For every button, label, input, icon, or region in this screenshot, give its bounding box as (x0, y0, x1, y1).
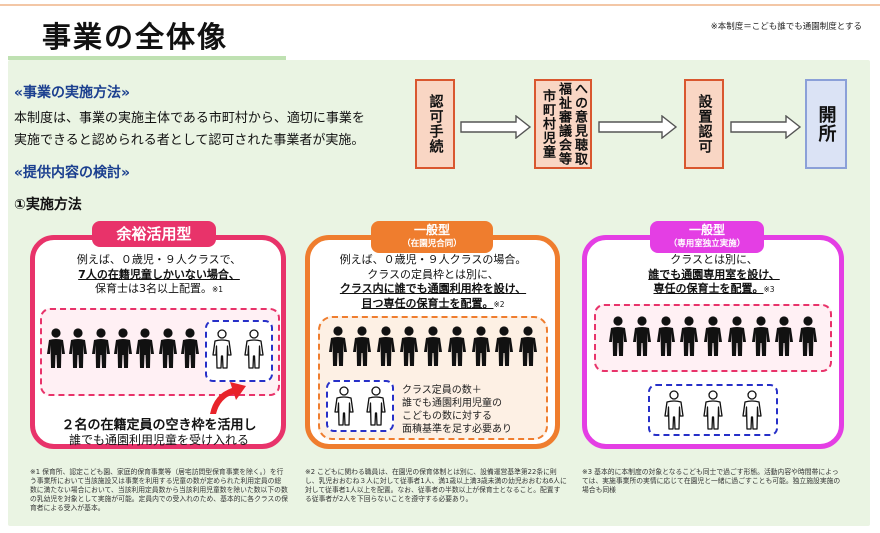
flow-arrow-3-icon (730, 115, 802, 139)
flow-step-permit: 設置認可 (684, 79, 724, 169)
page-title: 事業の全体像 (42, 20, 229, 54)
flow-step-approval: 認可手続 (415, 79, 455, 169)
child-icon (113, 328, 133, 368)
child-icon (399, 326, 419, 366)
method-line-2: 実施できると認められる者として認可された事業者が実施。 (14, 133, 365, 148)
child-icon (135, 328, 155, 368)
card-a-bottom-2: 誰でも通園利用児童を受け入れる (68, 433, 249, 447)
child-icon (751, 316, 771, 356)
child-icon (494, 326, 514, 366)
top-rule (0, 4, 880, 6)
card-a-line-2: 7人の在籍児童しかいない場合、 (78, 267, 240, 281)
child-icon (158, 328, 178, 368)
child-outline-icon (244, 329, 264, 369)
child-icon (91, 328, 111, 368)
card-a-bottom-1: ２名の在籍定員の空き枠を活用し (61, 418, 257, 433)
child-outline-icon (742, 390, 762, 430)
card-a-line-1: 例えば、０歳児・９人クラスで、 (76, 253, 242, 266)
child-icon (518, 326, 538, 366)
card-b-description: 例えば、０歳児・９人クラスの場合。 クラスの定員枠とは別に、 クラス内に誰でも通… (314, 253, 552, 312)
card-b-line-3: クラス内に誰でも通園利用枠を設け、 (339, 282, 527, 295)
card-c-line-1: クラスとは別に、 (670, 253, 758, 266)
card-c-description: クラスとは別に、 誰でも通園専用室を設け、 専任の保育士を配置。※3 (592, 253, 836, 298)
flow-step-council-col-3: への意見聴取 (572, 82, 587, 166)
child-icon (46, 328, 66, 368)
card-c-line-2: 誰でも通園専用室を設け、 (648, 267, 780, 281)
child-icon (471, 326, 491, 366)
card-b-ref: ※2 (493, 299, 505, 309)
footnote-2: ※2 こどもに関わる職員は、在園児の保育体制とは別に、設備運営基準第22条に則し… (305, 468, 567, 503)
child-icon (798, 316, 818, 356)
card-a-enrolled-children (46, 328, 200, 368)
card-b-enrolled-children (328, 326, 538, 366)
flow-step-approval-label: 認可手続 (427, 94, 444, 154)
child-icon (352, 326, 372, 366)
child-icon (703, 316, 723, 356)
card-b-line-1: 例えば、０歳児・９人クラスの場合。 (339, 253, 527, 266)
card-c-enrolled-children (608, 316, 818, 356)
title-underline (8, 56, 286, 60)
child-icon (423, 326, 443, 366)
curved-arrow-icon (210, 382, 246, 414)
child-icon (328, 326, 348, 366)
child-outline-icon (334, 386, 354, 426)
flow-step-opening: 開所 (805, 79, 847, 169)
child-icon (447, 326, 467, 366)
child-icon (608, 316, 628, 356)
card-c-label-main: 一般型 (688, 223, 725, 237)
implementation-subheading: ①実施方法 (14, 197, 82, 213)
card-a-vacancy-children (212, 329, 264, 369)
card-c-label: 一般型 （専用室独立実施） (650, 221, 764, 253)
flow-step-council-col-1: 市町村児童 (540, 89, 555, 159)
child-outline-icon (664, 390, 684, 430)
method-description: 本制度は、事業の実施主体である市町村から、適切に事業を 実施できると認められる者… (14, 108, 406, 152)
card-b-side-4: 面積基準を足す必要あり (402, 424, 512, 435)
card-b-side-3: こどもの数に対する (402, 411, 492, 422)
content-heading: «提供内容の検討» (14, 165, 131, 181)
flow-step-council: 市町村児童 福祉審議会等 への意見聴取 (534, 79, 592, 169)
card-c-label-sub: （専用室独立実施） (668, 239, 746, 249)
child-icon (376, 326, 396, 366)
card-b-line-2: クラスの定員枠とは別に、 (367, 267, 499, 281)
card-b-extra-children (334, 386, 386, 426)
card-c-dedicated-children (664, 390, 762, 430)
child-icon (656, 316, 676, 356)
card-b-label-main: 一般型 (413, 223, 450, 237)
card-a-description: 例えば、０歳児・９人クラスで、 7人の在籍児童しかいない場合、 保育士は3名以上… (42, 253, 276, 298)
flow-step-permit-label: 設置認可 (696, 94, 713, 154)
card-b-side-text: クラス定員の数＋ 誰でも通園利用児童の こどもの数に対する 面積基準を足す必要あ… (402, 384, 542, 436)
flow-arrow-2-icon (598, 115, 678, 139)
method-line-1: 本制度は、事業の実施主体である市町村から、適切に事業を (14, 111, 365, 126)
card-c-ref: ※3 (763, 285, 775, 294)
child-icon (68, 328, 88, 368)
child-icon (632, 316, 652, 356)
definition-note: ※本制度＝こども誰でも通園制度とする (710, 22, 862, 32)
flow-step-opening-label: 開所 (815, 105, 837, 143)
child-outline-icon (703, 390, 723, 430)
card-b-label: 一般型 （在園児合同） (371, 221, 493, 253)
card-b-side-1: クラス定員の数＋ (402, 385, 482, 396)
card-a-label: 余裕活用型 (92, 221, 216, 247)
card-b-line-4: 目つ専任の保育士を配置。 (361, 296, 494, 310)
child-outline-icon (212, 329, 232, 369)
card-b-label-sub: （在園児合同） (402, 239, 462, 249)
card-c-line-3: 専任の保育士を配置。 (653, 282, 764, 295)
child-icon (774, 316, 794, 356)
child-icon (679, 316, 699, 356)
child-icon (180, 328, 200, 368)
card-b-side-2: 誰でも通園利用児童の (402, 398, 502, 409)
card-a-line-3: 保育士は3名以上配置。 (94, 282, 212, 295)
method-heading: «事業の実施方法» (14, 85, 131, 101)
child-outline-icon (366, 386, 386, 426)
flow-arrow-1-icon (460, 115, 532, 139)
card-a-bottom-text: ２名の在籍定員の空き枠を活用し 誰でも通園利用児童を受け入れる (40, 418, 278, 448)
card-a-ref: ※1 (211, 285, 224, 294)
child-icon (727, 316, 747, 356)
footnote-3: ※3 基本的に本制度の対象となるこども同士で過ごす形態。活動内容や時間帯によって… (582, 468, 841, 494)
flow-step-council-col-2: 福祉審議会等 (556, 82, 571, 166)
footnote-1: ※1 保育所、認定こども園、家庭的保育事業等（居宅訪問型保育事業を除く。）を行う… (30, 468, 288, 512)
